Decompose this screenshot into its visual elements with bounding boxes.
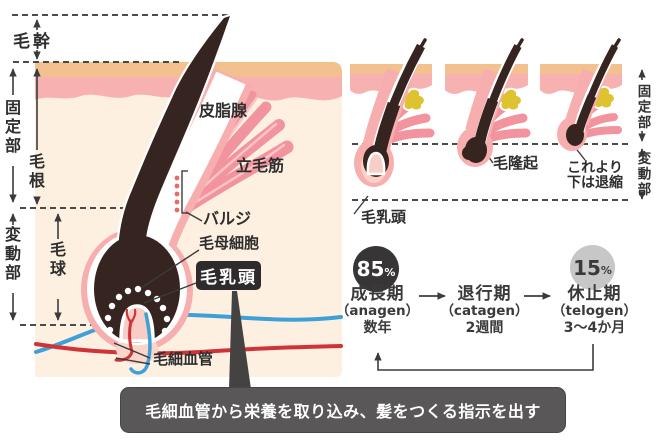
telogen-name: 休止期 — [567, 284, 622, 304]
callout-banner: 毛細血管から栄養を取り込み、髪をつくる指示を出す — [120, 387, 566, 433]
label-hair-root: 毛根 — [26, 153, 45, 191]
anagen-percent-symbol: % — [384, 265, 396, 279]
catagen-name: 退行期 — [457, 284, 512, 304]
telogen-duration: 3〜4か月 — [563, 320, 626, 336]
label-fixed-part-left: 固定部 — [2, 99, 21, 156]
telogen-percent-badge: 15% — [570, 245, 615, 290]
callout-text: 毛細血管から栄養を取り込み、髪をつくる指示を出す — [145, 402, 541, 421]
anagen-name: 成長期 — [350, 284, 405, 304]
stage-anagen-art — [350, 35, 435, 187]
stage-telogen-art — [540, 36, 623, 151]
label-variable-part-left: 変動部 — [2, 226, 21, 283]
anagen-romaji: （anagen） — [335, 303, 420, 319]
label-sebaceous-gland: 皮脂腺 — [199, 101, 248, 120]
anagen-percent-value: 85 — [356, 257, 385, 281]
label-matrix-cells: 毛母細胞 — [199, 234, 260, 252]
label-bulge: バルジ — [203, 209, 252, 228]
cycle-stage-anagen: 成長期 （anagen） 数年 — [330, 285, 425, 337]
label-hair-shaft: 毛幹 — [13, 32, 53, 52]
callout-pointer — [229, 291, 251, 389]
cycle-stage-catagen: 退行期 （catagen） 2週間 — [436, 285, 533, 337]
label-stage1-papilla: 毛乳頭 — [361, 208, 407, 226]
anagen-duration: 数年 — [363, 320, 392, 336]
anagen-percent-badge: 85% — [353, 246, 399, 292]
label-fixed-part-right: 固定部 — [634, 84, 651, 131]
bulge-marker — [174, 170, 188, 214]
cycle-stage-telogen: 休止期 （telogen） 3〜4か月 — [546, 285, 643, 337]
label-stage3-regression-note: これより 下は退縮 — [560, 161, 630, 191]
label-hair-bulb: 毛球 — [47, 241, 66, 279]
matrix-cell-dots — [104, 285, 171, 335]
regression-note-line1: これより — [567, 160, 623, 176]
hair-shaft-and-bulb — [91, 12, 234, 346]
catagen-duration: 2週間 — [465, 320, 504, 336]
catagen-romaji: （catagen） — [440, 303, 529, 319]
papilla-vessels — [114, 308, 152, 375]
label-capillaries: 毛細血管 — [153, 350, 214, 368]
telogen-romaji: （telogen） — [552, 303, 637, 319]
telogen-percent-value: 15 — [573, 255, 601, 280]
measure-arrows — [9, 19, 646, 321]
regression-note-line2: 下は退縮 — [567, 175, 623, 191]
cycle-arrows — [374, 292, 594, 371]
dermal-papilla-badge: 毛乳頭 — [196, 261, 261, 290]
label-arrector-pili: 立毛筋 — [236, 156, 285, 175]
label-stage2-bulge: 毛隆起 — [493, 154, 539, 172]
telogen-percent-symbol: % — [600, 264, 612, 277]
label-variable-part-right: 変動部 — [634, 151, 651, 198]
stage-catagen-art — [445, 36, 531, 167]
